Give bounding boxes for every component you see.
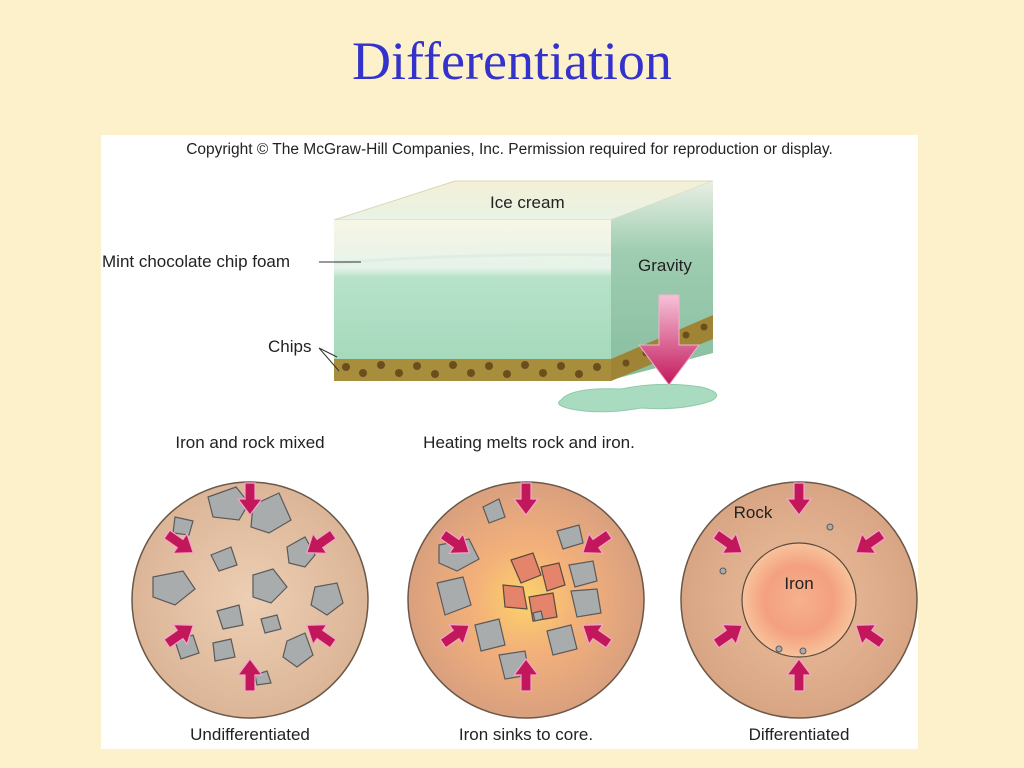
- planet-heating: [407, 481, 645, 719]
- label-gravity: Gravity: [638, 256, 692, 275]
- label-stage-2-top: Heating melts rock and iron.: [423, 433, 635, 452]
- ice-cream-block: [318, 180, 718, 413]
- label-stage-1-top: Iron and rock mixed: [175, 433, 325, 452]
- label-mint-foam: Mint chocolate chip foam: [102, 252, 291, 271]
- label-ice-cream: Ice cream: [490, 193, 565, 212]
- figure-panel: Copyright © The McGraw-Hill Companies, I…: [101, 135, 918, 749]
- figure-illustration: [131, 180, 918, 719]
- label-chips: Chips: [268, 337, 312, 356]
- slide-title: Differentiation: [352, 31, 672, 91]
- planet-undifferentiated: [131, 481, 369, 719]
- copyright-notice: Copyright © The McGraw-Hill Companies, I…: [186, 141, 833, 158]
- label-stage-3-bottom: Differentiated: [748, 725, 850, 744]
- iron-core: [741, 542, 857, 658]
- label-stage-2-bottom: Iron sinks to core.: [458, 725, 594, 744]
- label-rock: Rock: [733, 503, 773, 522]
- label-stage-1-bottom: Undifferentiated: [190, 725, 310, 744]
- label-iron: Iron: [784, 574, 814, 593]
- planet-differentiated: [680, 481, 918, 719]
